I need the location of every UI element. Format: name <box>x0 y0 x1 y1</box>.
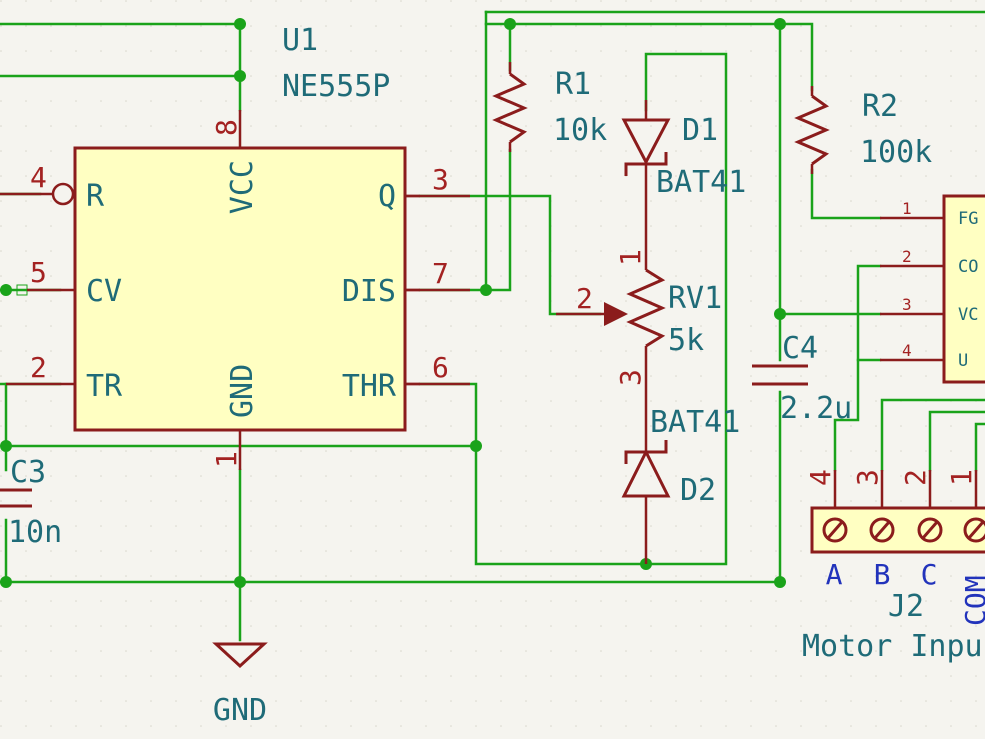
wire-r2-top[interactable] <box>778 22 814 92</box>
pin-num-5: 5 <box>30 256 47 289</box>
wire-diode-loop[interactable] <box>644 52 728 566</box>
junction <box>234 576 246 588</box>
pin-num-2: 2 <box>30 351 47 384</box>
junction <box>234 70 246 82</box>
screw-terminal <box>822 517 985 543</box>
pin-num-6: 6 <box>432 351 449 384</box>
j2-pin-name-b: B <box>874 558 891 591</box>
j2-reference: J2 <box>888 589 924 624</box>
motor-ic-pin-vc: VC <box>958 305 978 325</box>
motor-ic-num-4: 4 <box>902 341 912 360</box>
motor-ic-pin-u: U <box>958 351 968 371</box>
r2-reference: R2 <box>862 89 898 124</box>
rv1-pin-3: 3 <box>614 369 647 386</box>
pin-name-tr: TR <box>86 369 123 404</box>
j2-num-3: 3 <box>851 469 884 486</box>
pin-name-r: R <box>86 179 105 214</box>
junction <box>480 284 492 296</box>
pin-num-1: 1 <box>210 451 243 468</box>
diode-d2[interactable]: BAT41 D2 <box>621 400 740 564</box>
pin-name-dis: DIS <box>342 274 396 309</box>
junction <box>0 284 12 296</box>
pin-name-thr: THR <box>342 369 397 404</box>
junctions <box>0 18 786 588</box>
potentiometer-rv1[interactable]: 1 2 3 RV1 5k <box>556 214 722 400</box>
gnd-label: GND <box>213 693 267 728</box>
capacitor-c4[interactable]: C4 2.2u <box>752 331 852 426</box>
motor-ic-pin-co: CO <box>958 257 978 277</box>
d1-triangle <box>621 118 671 166</box>
r1-zigzag <box>492 72 528 144</box>
pin-name-cv: CV <box>86 274 122 309</box>
j2-pin-name-com: COM <box>959 575 985 626</box>
c3-reference: C3 <box>10 455 46 490</box>
j2-pin-name-c: C <box>921 558 938 591</box>
pin-name-vcc: VCC <box>225 160 260 214</box>
j2-body[interactable] <box>810 506 985 554</box>
pin-name-gnd: GND <box>225 364 260 418</box>
motor-ic[interactable]: 1 2 3 4 FG CO VC U <box>880 194 985 384</box>
c4-value: 2.2u <box>780 391 852 426</box>
junction <box>774 576 786 588</box>
u1-value: NE555P <box>282 69 390 104</box>
d1-reference: D1 <box>682 113 718 148</box>
inverted-pin-bubble <box>51 182 75 206</box>
junction <box>0 440 12 452</box>
u1-body[interactable] <box>73 146 407 432</box>
rv1-value: 5k <box>668 323 704 358</box>
resistor-r2[interactable]: R2 100k <box>794 86 932 174</box>
junction <box>234 18 246 30</box>
rv1-wiper-arrow <box>604 302 628 326</box>
connector-j2[interactable]: 4 3 2 1 A B C COM J2 Motor Inpu <box>802 469 985 664</box>
d2-value: BAT41 <box>650 405 740 440</box>
junction <box>774 18 786 30</box>
j2-value: Motor Inpu <box>802 629 983 664</box>
gnd-triangle <box>212 642 268 669</box>
wire-j2-3[interactable] <box>880 398 985 472</box>
r2-zigzag <box>794 94 830 166</box>
motor-ic-body[interactable] <box>942 194 985 384</box>
j2-num-4: 4 <box>804 469 837 486</box>
junction <box>0 576 12 588</box>
wire-j2-1[interactable] <box>974 422 985 472</box>
wire-r2-bottom[interactable] <box>810 168 882 220</box>
j2-pin-name-a: A <box>826 558 843 591</box>
motor-ic-num-1: 1 <box>902 199 912 218</box>
pin-num-7: 7 <box>432 257 449 290</box>
c3-value: 10n <box>8 515 62 550</box>
rv1-pin-1: 1 <box>614 249 647 266</box>
rv1-zigzag <box>626 268 666 348</box>
u1-ne555p[interactable]: R CV TR Q DIS THR VCC GND 4 5 2 3 7 6 8 … <box>0 23 470 470</box>
wire-co[interactable] <box>833 264 882 472</box>
junction <box>470 440 482 452</box>
d2-reference: D2 <box>680 473 716 508</box>
gnd-symbol[interactable]: GND <box>212 642 268 728</box>
r1-reference: R1 <box>555 67 591 102</box>
pin-num-3: 3 <box>432 163 449 196</box>
c4-reference: C4 <box>782 331 818 366</box>
junction <box>504 18 516 30</box>
r2-value: 100k <box>860 135 932 170</box>
resistor-r1[interactable]: R1 10k <box>492 62 607 152</box>
r1-value: 10k <box>553 113 607 148</box>
motor-ic-num-2: 2 <box>902 247 912 266</box>
motor-ic-pin-fg: FG <box>958 209 978 229</box>
rv1-pin-2: 2 <box>576 282 593 315</box>
u1-reference: U1 <box>282 23 318 58</box>
d1-value: BAT41 <box>656 165 746 200</box>
wire-j2-2[interactable] <box>928 410 985 472</box>
motor-ic-num-3: 3 <box>902 295 912 314</box>
junction <box>774 308 786 320</box>
pin-num-4: 4 <box>30 161 47 194</box>
pin-name-q: Q <box>378 179 396 214</box>
rv1-reference: RV1 <box>668 281 722 316</box>
j2-num-1: 1 <box>945 469 978 486</box>
pin-num-8: 8 <box>210 119 243 136</box>
capacitor-c3[interactable]: C3 10n <box>0 455 62 550</box>
diode-d1[interactable]: D1 BAT41 <box>621 100 746 214</box>
j2-num-2: 2 <box>899 469 932 486</box>
